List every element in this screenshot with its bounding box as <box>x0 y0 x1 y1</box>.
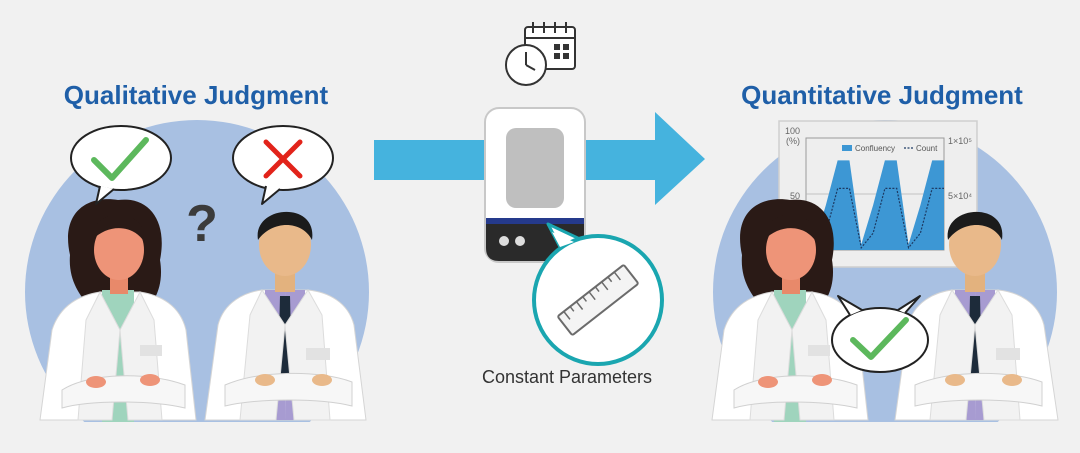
ruler-icon <box>557 264 639 336</box>
series-confluency-area <box>814 160 944 250</box>
agreement-check-icon <box>850 317 909 360</box>
legend-confluency: Confluency <box>855 144 895 153</box>
check-speech-bubble <box>70 125 172 205</box>
quantitative-title: Quantitative Judgment <box>741 80 1023 110</box>
legend-count: Count <box>916 144 938 153</box>
woman-scientist-left <box>39 199 197 422</box>
question-mark: ? <box>186 195 218 253</box>
series-count-line <box>813 187 944 250</box>
y2-tick-top: 1×10⁵ <box>948 136 972 146</box>
chart-marks <box>813 160 944 250</box>
man-scientist-right <box>894 211 1059 421</box>
y-axis-label: (%) <box>786 136 800 146</box>
y2-tick-mid: 5×10⁴ <box>948 191 972 201</box>
y-tick-100: 100 <box>785 126 800 136</box>
constant-parameters-caption: Constant Parameters <box>482 367 652 387</box>
cross-mark-icon <box>263 139 303 179</box>
check-mark-icon <box>91 137 149 181</box>
legend-swatch-confluency <box>842 145 852 151</box>
left-panel: Qualitative Judgment <box>25 80 369 422</box>
calendar-clock-icon <box>505 22 576 86</box>
agreement-speech-bubble <box>831 295 929 373</box>
man-scientist-left <box>204 211 367 421</box>
right-panel: Quantitative Judgment (%) 100 50 0 1×10⁵… <box>711 80 1059 422</box>
middle-panel: Constant Parameters <box>374 22 705 387</box>
cross-speech-bubble <box>232 125 334 205</box>
woman-scientist-right <box>711 199 869 422</box>
y-tick-50: 50 <box>790 191 800 201</box>
qualitative-title: Qualitative Judgment <box>64 80 329 110</box>
ruler-speech-bubble <box>532 222 664 366</box>
